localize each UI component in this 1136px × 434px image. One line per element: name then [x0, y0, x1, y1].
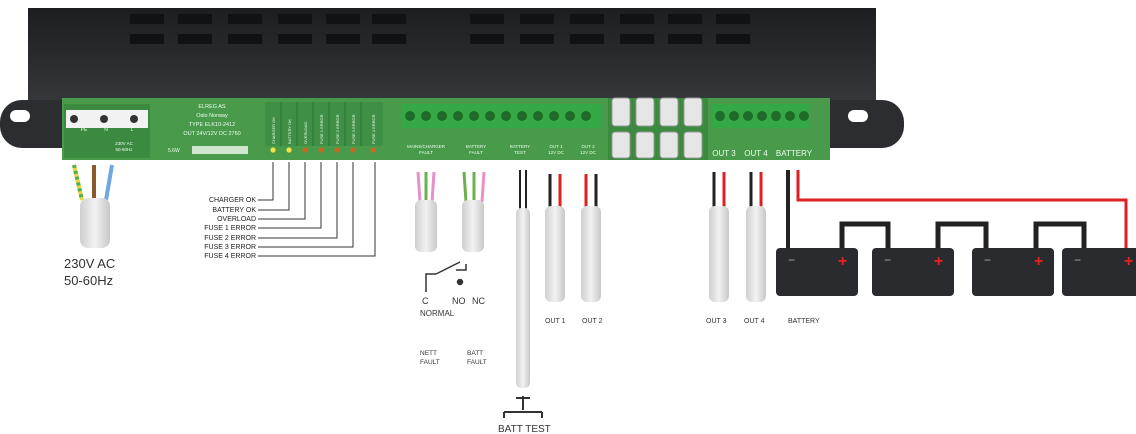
- relay-c-label: C: [422, 296, 429, 306]
- battery-test-cable: [516, 170, 530, 388]
- battery-icon: −+: [1062, 248, 1136, 296]
- led-overload: [302, 147, 308, 153]
- battery-fault-cable: [462, 171, 486, 252]
- vent-slots: [130, 14, 750, 44]
- device-power: 5.6W: [168, 148, 180, 154]
- serial-label-plate: [192, 146, 248, 154]
- battery-icon: −+: [776, 248, 858, 296]
- battery-minus-icon: −: [1074, 253, 1081, 267]
- led-label-fuse-4-error: FUSE 4 ERROR: [204, 253, 256, 260]
- battery-plus-icon: +: [1124, 253, 1133, 270]
- battery-minus-icon: −: [884, 253, 891, 267]
- device-output: OUT 24V/12V DC 2760: [183, 131, 240, 137]
- nett-fault-label-2: FAULT: [420, 359, 440, 366]
- battery-label: BATTERY: [788, 318, 820, 325]
- out1-board-2: 12V DC: [548, 150, 565, 155]
- battery-wires: [786, 170, 1128, 248]
- led-fuse-2-error: [334, 147, 340, 153]
- led-battery-ok: [286, 147, 292, 153]
- batt-fault-label-1: BATT: [467, 350, 483, 357]
- led-label-battery-ok: BATTERY OK: [212, 207, 256, 214]
- out3-cable: [709, 172, 729, 302]
- device-brand: ELREG AS: [198, 104, 226, 110]
- out3-board-label: OUT 3: [712, 149, 736, 158]
- out4-cable: [746, 172, 766, 302]
- ac-board-label: 230V AC: [115, 141, 134, 146]
- ac-board-freq: 50-60Hz: [115, 147, 133, 152]
- battery-bank: −+−+−+−+: [776, 248, 1136, 296]
- led-label-fuse-3-error: FUSE 3 ERROR: [204, 244, 256, 251]
- led-fuse-3-error: [350, 147, 356, 153]
- out4-board-label: OUT 4: [744, 149, 768, 158]
- battery-board-label: BATTERY: [776, 149, 813, 158]
- device-city: Oslo Norway: [196, 113, 228, 119]
- circuit-board: PE N L 230V AC 50-60Hz ELREG AS Oslo Nor…: [62, 97, 830, 160]
- battery-plus-icon: +: [838, 253, 847, 270]
- led-labels: CHARGER OK BATTERY OK OVERLOAD FUSE 1 ERROR…: [204, 197, 256, 260]
- battery-icon: −+: [972, 248, 1054, 296]
- batt-test-label: BATT TEST: [498, 424, 551, 434]
- led-strip-label: FUSE 4 ERROR: [371, 114, 376, 144]
- led-fuse-1-error: [318, 147, 324, 153]
- relay-state-label: NORMAL: [420, 309, 455, 318]
- led-label-charger-ok: CHARGER OK: [209, 197, 256, 204]
- out2-board-1: OUT 2: [581, 144, 595, 149]
- led-strip-label: CHARGER OK: [271, 117, 276, 144]
- ac-frequency-label: 50-60Hz: [64, 273, 113, 288]
- led-strip-label: FUSE 1 ERROR: [319, 114, 324, 144]
- fuse-holders: [608, 97, 708, 160]
- battery-plus-icon: +: [934, 253, 943, 270]
- mains-fault-board-2: FAULT: [419, 150, 433, 155]
- relay-nc-label: NC: [472, 296, 485, 306]
- led-strip-label: FUSE 2 ERROR: [335, 114, 340, 144]
- led-charger-ok: [270, 147, 276, 153]
- out1-board-1: OUT 1: [549, 144, 563, 149]
- mains-fault-board-1: MAINS/CHARGER: [407, 144, 446, 149]
- relay-switch-icon: [425, 261, 467, 292]
- ac-pin-l: L: [131, 127, 134, 133]
- out1-cable: [545, 174, 565, 302]
- out2-label: OUT 2: [582, 318, 603, 325]
- led-label-overload: OVERLOAD: [217, 216, 256, 223]
- led-strip-label: FUSE 3 ERROR: [351, 114, 356, 144]
- signal-terminal-screws: [405, 111, 591, 121]
- device-type: TYPE ELK10-2412: [189, 122, 235, 128]
- out2-board-2: 12V DC: [580, 150, 597, 155]
- ac-pin-pe: PE: [81, 127, 88, 133]
- battery-test-board-1: BATTERY: [510, 144, 530, 149]
- ac-mains-cable: [72, 164, 114, 248]
- led-indicators: CHARGER OK BATTERY OK OVERLOAD FUSE 1 ERROR…: [270, 114, 376, 153]
- led-strip: [265, 102, 383, 146]
- mains-fault-cable: [415, 171, 437, 252]
- output-terminal-screws: [715, 111, 809, 121]
- ac-input-label: 230V AC: [64, 256, 115, 271]
- led-leader-lines: [258, 162, 376, 257]
- battery-plus-icon: +: [1034, 253, 1043, 270]
- battery-icon: −+: [872, 248, 954, 296]
- battery-test-board-2: TEST: [514, 150, 526, 155]
- out3-label: OUT 3: [706, 318, 727, 325]
- led-fuse-4-error: [370, 147, 376, 153]
- relay-no-label: NO: [452, 296, 466, 306]
- nett-fault-label-1: NETT: [420, 350, 437, 357]
- out4-label: OUT 4: [744, 318, 765, 325]
- battery-minus-icon: −: [788, 253, 795, 267]
- led-label-fuse-1-error: FUSE 1 ERROR: [204, 225, 256, 232]
- led-strip-label: BATTERY OK: [287, 119, 292, 144]
- out1-label: OUT 1: [545, 318, 566, 325]
- push-button-icon: [503, 396, 543, 418]
- battery-fault-board-2: FAULT: [469, 150, 483, 155]
- out2-cable: [581, 174, 601, 302]
- ac-pin-n: N: [104, 127, 108, 133]
- led-strip-label: OVERLOAD: [303, 122, 308, 144]
- battery-minus-icon: −: [984, 253, 991, 267]
- battery-fault-board-1: BATTERY: [466, 144, 486, 149]
- led-label-fuse-2-error: FUSE 2 ERROR: [204, 235, 256, 242]
- batt-fault-label-2: FAULT: [467, 359, 487, 366]
